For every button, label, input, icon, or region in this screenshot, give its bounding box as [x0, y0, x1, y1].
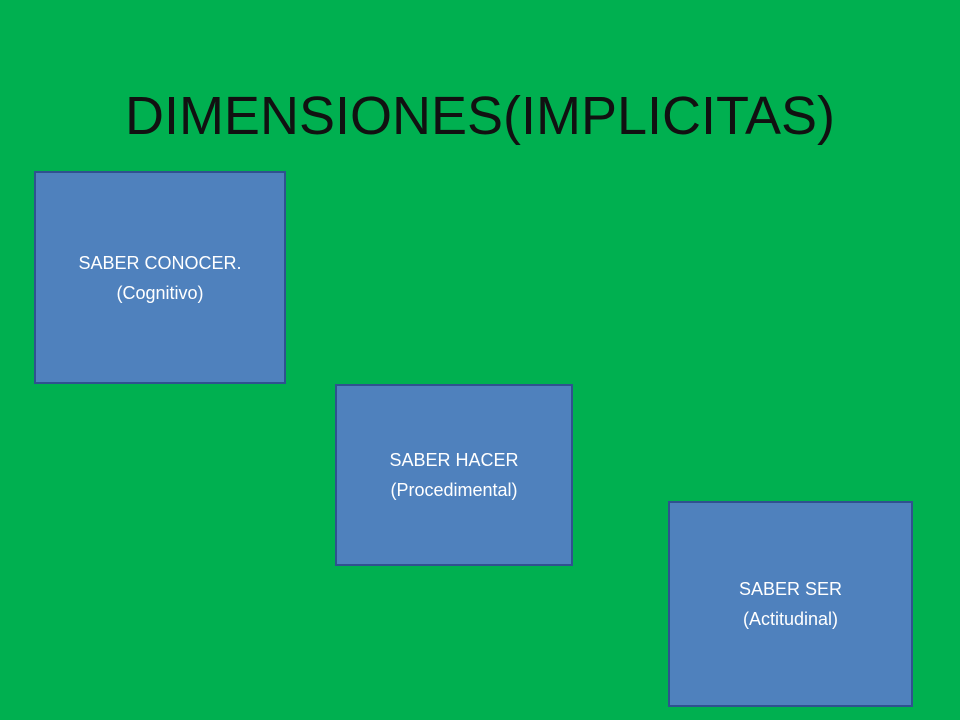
dimension-box-saber-ser: SABER SER (Actitudinal)	[668, 501, 913, 707]
slide-title: DIMENSIONES(IMPLICITAS)	[124, 86, 836, 146]
dimension-box-label: SABER CONOCER.	[78, 252, 242, 273]
dimension-box-saber-hacer: SABER HACER (Procedimental)	[335, 384, 573, 566]
dimension-box-sublabel: (Actitudinal)	[742, 609, 839, 629]
dimension-box-sublabel: (Procedimental)	[390, 480, 518, 500]
dimension-box-label: SABER SER	[738, 579, 843, 599]
dimension-box-saber-conocer: SABER CONOCER. (Cognitivo)	[34, 171, 286, 384]
dimension-box-label: SABER HACER	[389, 450, 519, 470]
dimension-box-sublabel: (Cognitivo)	[116, 282, 204, 303]
